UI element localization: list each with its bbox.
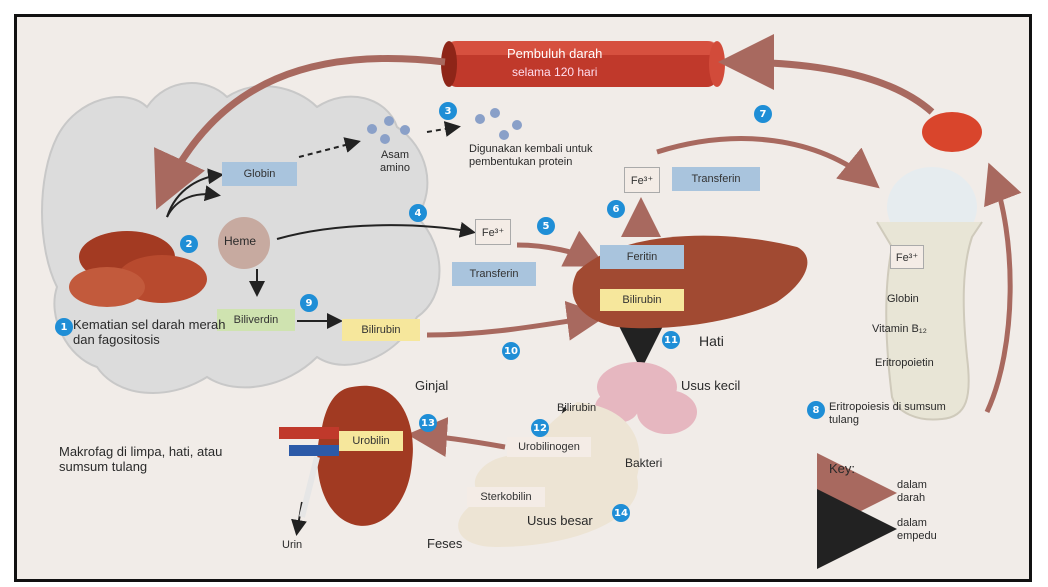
ferritin-box: Feritin	[600, 245, 684, 269]
globin-box: Globin	[222, 162, 297, 186]
step-marker-10: 10	[502, 342, 520, 360]
step-marker-6: 6	[607, 200, 625, 218]
step-marker-11: 11	[662, 331, 680, 349]
step-marker-13: 13	[419, 414, 437, 432]
step-marker-2: 2	[180, 235, 198, 253]
key-bile-label: dalam empedu	[897, 517, 947, 542]
transport-fe-box: Fe³⁺	[624, 167, 660, 193]
arrow-fe-to-liver	[517, 245, 597, 262]
bone-globin-label: Globin	[887, 293, 919, 306]
macrophage-fe-box: Fe³⁺	[475, 219, 511, 245]
liver-label: Hati	[699, 333, 724, 349]
macrophage-caption: Makrofag di limpa, hati, atau sumsum tul…	[59, 445, 259, 475]
diagram-frame: Pembuluh darah selama 120 hari Globin He…	[14, 14, 1032, 582]
step-marker-12: 12	[531, 419, 549, 437]
key-title: Key:	[829, 462, 855, 477]
arrow-amino-dashed	[427, 127, 457, 132]
bacteria-label: Bakteri	[625, 457, 662, 471]
new-red-blood-cell	[922, 112, 982, 152]
bilirubin-box: Bilirubin	[342, 319, 420, 341]
liver-bilirubin-box: Bilirubin	[600, 289, 684, 311]
feces-label: Feses	[427, 537, 462, 552]
step-marker-9: 9	[300, 294, 318, 312]
bone-fe-box: Fe³⁺	[890, 245, 924, 269]
vessel-title: Pembuluh darah	[507, 47, 602, 62]
step-marker-3: 3	[439, 102, 457, 120]
macrophage-transferrin-box: Transferin	[452, 262, 536, 286]
urobilin-box: Urobilin	[339, 431, 403, 451]
vessel-subtitle: selama 120 hari	[512, 66, 597, 80]
intestine-bilirubin-label: Bilirubin	[557, 402, 596, 415]
step-marker-8: 8	[807, 401, 825, 419]
step-marker-4: 4	[409, 204, 427, 222]
urine-label: Urin	[282, 539, 302, 552]
stercobilin-box: Sterkobilin	[467, 487, 545, 507]
reuse-note: Digunakan kembali untuk pembentukan prot…	[469, 143, 599, 168]
kidney	[279, 386, 413, 526]
bone-caption: Eritropoiesis di sumsum tulang	[829, 401, 949, 426]
urobilinogen-box: Urobilinogen	[507, 437, 591, 457]
arrow-bilirubin-to-liver	[427, 317, 597, 335]
step-marker-1: 1	[55, 318, 73, 336]
key-blood-label: dalam darah	[897, 479, 947, 504]
arrow-urobilinogen-to-kidney	[417, 435, 505, 447]
amino-acids-label: Asam amino	[365, 149, 425, 174]
small-intestine-label: Usus kecil	[681, 379, 740, 394]
bone-vitamin-label: Vitamin B₁₂	[872, 323, 927, 336]
step-marker-7: 7	[754, 105, 772, 123]
step-marker-5: 5	[537, 217, 555, 235]
large-intestine-label: Usus besar	[527, 514, 593, 529]
arrow-to-urine	[297, 502, 302, 532]
transport-transferrin-box: Transferin	[672, 167, 760, 191]
bone-epo-label: Eritropoietin	[875, 357, 934, 370]
step-marker-14: 14	[612, 504, 630, 522]
heme-label: Heme	[224, 235, 256, 249]
arrow-bone-to-cell	[987, 172, 1010, 412]
kidney-label: Ginjal	[415, 379, 448, 394]
death-caption: Kematian sel darah merah dan fagositosis	[73, 318, 233, 348]
